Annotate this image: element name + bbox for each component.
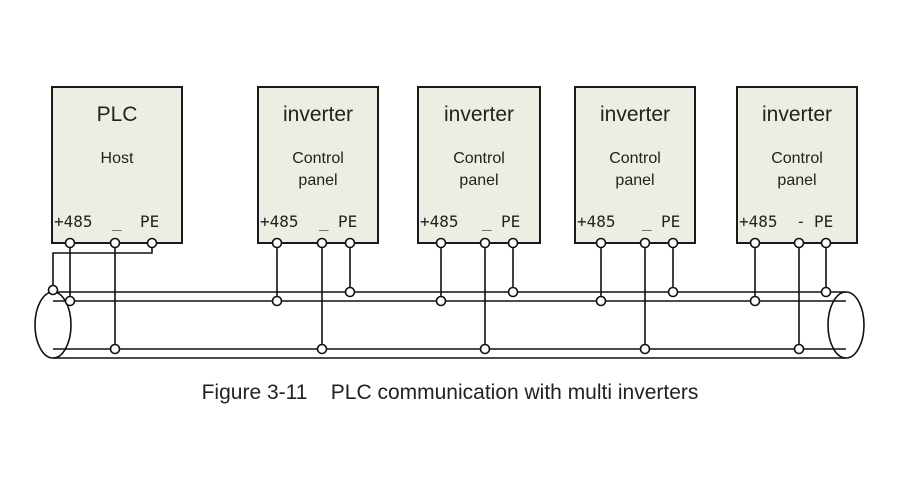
terminal-node: [316, 237, 328, 249]
device-title: inverter: [600, 103, 670, 126]
terminal-node: [595, 237, 607, 249]
terminal-label: PE: [338, 212, 357, 231]
terminal-node: [820, 237, 832, 249]
terminal-label: _: [642, 212, 652, 231]
device-title: inverter: [444, 103, 514, 126]
terminal-node: [507, 286, 519, 298]
terminal-node: [344, 286, 356, 298]
terminal-node: [271, 295, 283, 307]
terminal-node: [793, 237, 805, 249]
terminal-node: [667, 237, 679, 249]
terminal-label: +485: [260, 212, 299, 231]
pe-drop: [52, 243, 153, 290]
terminal-label: PE: [140, 212, 159, 231]
terminal-label: PE: [814, 212, 833, 231]
device-box: [51, 86, 183, 244]
terminal-label: _: [112, 212, 122, 231]
terminal-node: [435, 295, 447, 307]
terminal-label: PE: [661, 212, 680, 231]
terminal-node: [639, 343, 651, 355]
device-subtitle: panel: [459, 172, 498, 189]
device-subtitle: Control: [771, 150, 823, 167]
terminal-node: [820, 286, 832, 298]
terminal-label: _: [482, 212, 492, 231]
device-subtitle: panel: [298, 172, 337, 189]
terminal-node: [316, 343, 328, 355]
terminal-node: [109, 343, 121, 355]
plc-host-block: PLC Host +485 _ PE: [51, 86, 183, 290]
terminal-node: [479, 343, 491, 355]
terminal-node: [435, 237, 447, 249]
terminal-label: _: [319, 212, 329, 231]
terminal-node: [639, 237, 651, 249]
device-title: PLC: [97, 103, 138, 126]
device-box: [417, 86, 541, 244]
device-box: [257, 86, 379, 244]
device-subtitle: Control: [609, 150, 661, 167]
device-subtitle: Control: [292, 150, 344, 167]
device-subtitle: Host: [101, 150, 134, 167]
terminal-node: [109, 237, 121, 249]
terminal-label: -: [796, 212, 806, 231]
terminal-node: [47, 284, 59, 296]
device-subtitle: panel: [777, 172, 816, 189]
terminal-node: [793, 343, 805, 355]
terminal-node: [507, 237, 519, 249]
device-title: inverter: [762, 103, 832, 126]
terminal-node: [479, 237, 491, 249]
terminal-node: [749, 295, 761, 307]
device-subtitle: Control: [453, 150, 505, 167]
terminal-node: [146, 237, 158, 249]
figure-caption: Figure 3-11 PLC communication with multi…: [201, 381, 699, 404]
terminal-node: [667, 286, 679, 298]
terminal-label: PE: [501, 212, 520, 231]
terminal-node: [271, 237, 283, 249]
cable-end-right: [827, 291, 865, 359]
terminal-node: [749, 237, 761, 249]
terminal-node: [344, 237, 356, 249]
terminal-node: [595, 295, 607, 307]
terminal-label: +485: [54, 212, 93, 231]
terminal-label: +485: [739, 212, 778, 231]
terminal-node: [64, 295, 76, 307]
terminal-label: +485: [420, 212, 459, 231]
terminal-node: [64, 237, 76, 249]
terminal-label: +485: [577, 212, 616, 231]
device-box: [574, 86, 696, 244]
device-subtitle: panel: [615, 172, 654, 189]
device-title: inverter: [283, 103, 353, 126]
